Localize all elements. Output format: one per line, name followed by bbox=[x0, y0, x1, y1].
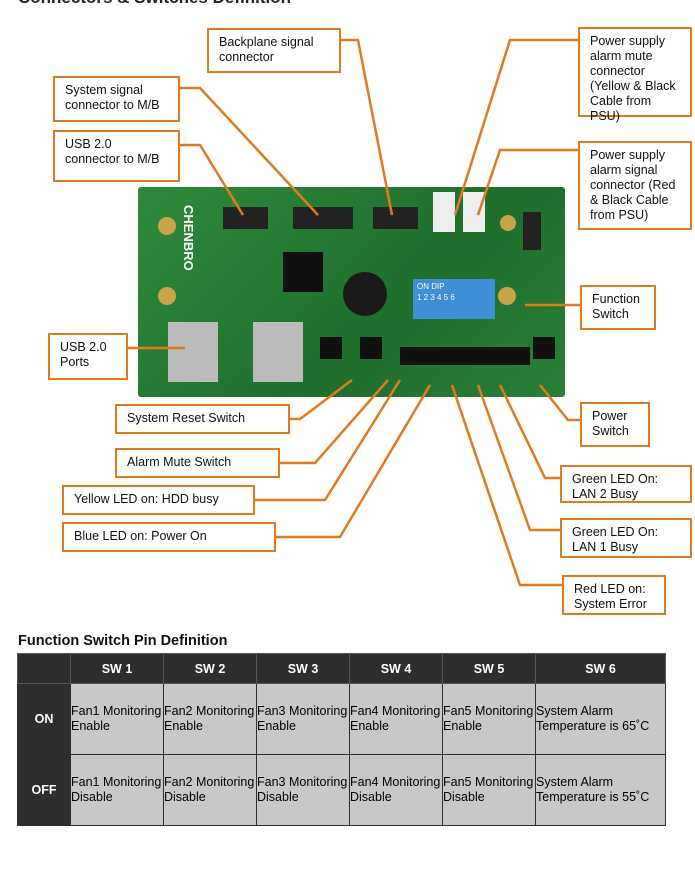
fan-header bbox=[373, 207, 418, 229]
table-cell: System Alarm Temperature is 65˚C bbox=[535, 683, 666, 755]
callout-yellow-led: Yellow LED on: HDD busy bbox=[62, 485, 255, 515]
page-title: Connectors & Switches Definition bbox=[18, 0, 291, 8]
dip-switch: ON DIP 1 2 3 4 5 6 bbox=[413, 279, 495, 319]
table-row: ON Fan1 Monitoring Enable Fan2 Monitorin… bbox=[17, 683, 666, 755]
callout-psu-mute: Power supply alarm mute connector (Yello… bbox=[578, 27, 692, 123]
usb-port bbox=[168, 322, 218, 382]
callout-backplane: Backplane signal connector bbox=[207, 28, 341, 73]
row-label: OFF bbox=[17, 754, 71, 826]
table-cell: Fan4 Monitoring Enable bbox=[349, 683, 443, 755]
table-cell: Fan5 Monitoring Disable bbox=[442, 754, 536, 826]
mount-hole bbox=[158, 287, 176, 305]
table-cell: Fan5 Monitoring Enable bbox=[442, 683, 536, 755]
table-row: OFF Fan1 Monitoring Disable Fan2 Monitor… bbox=[17, 754, 666, 826]
table-cell: Fan3 Monitoring Disable bbox=[256, 754, 350, 826]
table-cell: System Alarm Temperature is 55˚C bbox=[535, 754, 666, 826]
header-cell: SW 6 bbox=[535, 653, 666, 684]
table-cell: Fan3 Monitoring Enable bbox=[256, 683, 350, 755]
backplane-header bbox=[523, 212, 541, 250]
callout-reset-switch: System Reset Switch bbox=[115, 404, 290, 434]
buzzer bbox=[343, 272, 387, 316]
callout-power-switch: Power Switch bbox=[580, 402, 650, 447]
chip bbox=[283, 252, 323, 292]
header-cell: SW 2 bbox=[163, 653, 257, 684]
table-title: Function Switch Pin Definition bbox=[18, 633, 228, 649]
psu-signal-connector bbox=[463, 192, 485, 232]
callout-usb-connector: USB 2.0 connector to M/B bbox=[53, 130, 180, 182]
callout-psu-signal: Power supply alarm signal connector (Red… bbox=[578, 141, 692, 230]
mount-hole bbox=[500, 215, 516, 231]
callout-usb-ports: USB 2.0 Ports bbox=[48, 333, 128, 380]
callout-blue-led: Blue LED on: Power On bbox=[62, 522, 276, 552]
dip-numbers: 1 2 3 4 5 6 bbox=[417, 293, 455, 302]
table-cell: Fan2 Monitoring Enable bbox=[163, 683, 257, 755]
psu-mute-connector bbox=[433, 192, 455, 232]
dip-label: ON DIP bbox=[417, 282, 445, 291]
table-cell: Fan1 Monitoring Enable bbox=[70, 683, 164, 755]
usb-port bbox=[253, 322, 303, 382]
header-cell bbox=[17, 653, 71, 684]
header-cell: SW 4 bbox=[349, 653, 443, 684]
table-cell: Fan4 Monitoring Disable bbox=[349, 754, 443, 826]
power-button bbox=[533, 337, 555, 359]
header-cell: SW 5 bbox=[442, 653, 536, 684]
callout-red-led: Red LED on: System Error bbox=[562, 575, 666, 615]
header-cell: SW 1 bbox=[70, 653, 164, 684]
led-array bbox=[400, 347, 530, 365]
table-header-row: SW 1 SW 2 SW 3 SW 4 SW 5 SW 6 bbox=[17, 653, 666, 684]
callout-system-signal: System signal connector to M/B bbox=[53, 76, 180, 122]
mute-button bbox=[360, 337, 382, 359]
row-label: ON bbox=[17, 683, 71, 755]
function-switch-table: SW 1 SW 2 SW 3 SW 4 SW 5 SW 6 ON Fan1 Mo… bbox=[17, 653, 666, 826]
mount-hole bbox=[498, 287, 516, 305]
usb-header bbox=[223, 207, 268, 229]
mount-hole bbox=[158, 217, 176, 235]
reset-button bbox=[320, 337, 342, 359]
callout-lan1-led: Green LED On: LAN 1 Busy bbox=[560, 518, 692, 558]
callout-lan2-led: Green LED On: LAN 2 Busy bbox=[560, 465, 692, 503]
callout-alarm-mute-switch: Alarm Mute Switch bbox=[115, 448, 280, 478]
header-cell: SW 3 bbox=[256, 653, 350, 684]
table-cell: Fan1 Monitoring Disable bbox=[70, 754, 164, 826]
table-cell: Fan2 Monitoring Disable bbox=[163, 754, 257, 826]
callout-function-switch: Function Switch bbox=[580, 285, 656, 330]
system-header bbox=[293, 207, 353, 229]
